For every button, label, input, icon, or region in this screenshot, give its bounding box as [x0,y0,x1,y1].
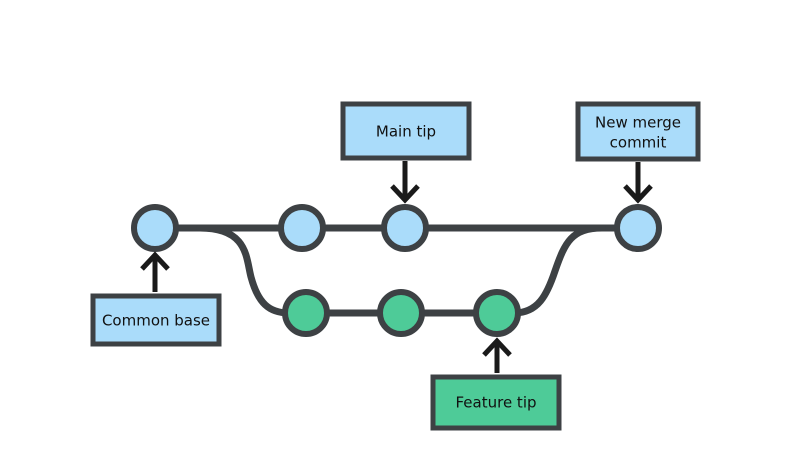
edge-merge-curve [510,224,606,317]
arrow-up-feature-tip [482,337,512,373]
label-box-new-merge-commit-rect [575,101,701,162]
graph-edges [172,224,621,317]
label-box-common-base-rect [90,293,222,347]
feature-branch-nodes [282,289,521,337]
label-box-common-base[interactable]: Common base [90,293,222,347]
commit-node-common-base[interactable] [131,204,179,252]
commit-node-main-tip[interactable] [381,204,429,252]
annotation-arrows [140,161,653,373]
label-box-common-base-text: Common base [102,312,210,330]
label-box-new-merge-commit-text-line2: commit [610,134,667,152]
arrow-down-new-merge-commit [623,162,653,204]
edge-branch-off-curve [196,224,293,317]
label-box-main-tip-rect [340,101,472,161]
label-box-feature-tip-text: Feature tip [455,394,536,412]
commit-node-main-1[interactable] [278,204,326,252]
label-box-main-tip[interactable]: Main tip [340,101,472,161]
arrow-down-main-tip [390,161,420,204]
commit-node-merge-commit[interactable] [614,204,662,252]
main-branch-nodes [131,204,662,252]
label-box-main-tip-text: Main tip [376,123,436,141]
commit-node-feature-2[interactable] [377,289,425,337]
arrow-up-common-base [140,251,170,292]
commit-node-feature-tip[interactable] [473,289,521,337]
label-box-new-merge-commit[interactable]: New merge commit [575,101,701,162]
label-box-feature-tip-rect [430,374,562,431]
commit-node-feature-1[interactable] [282,289,330,337]
label-box-new-merge-commit-text-line1: New merge [595,114,681,132]
label-box-feature-tip[interactable]: Feature tip [430,374,562,431]
